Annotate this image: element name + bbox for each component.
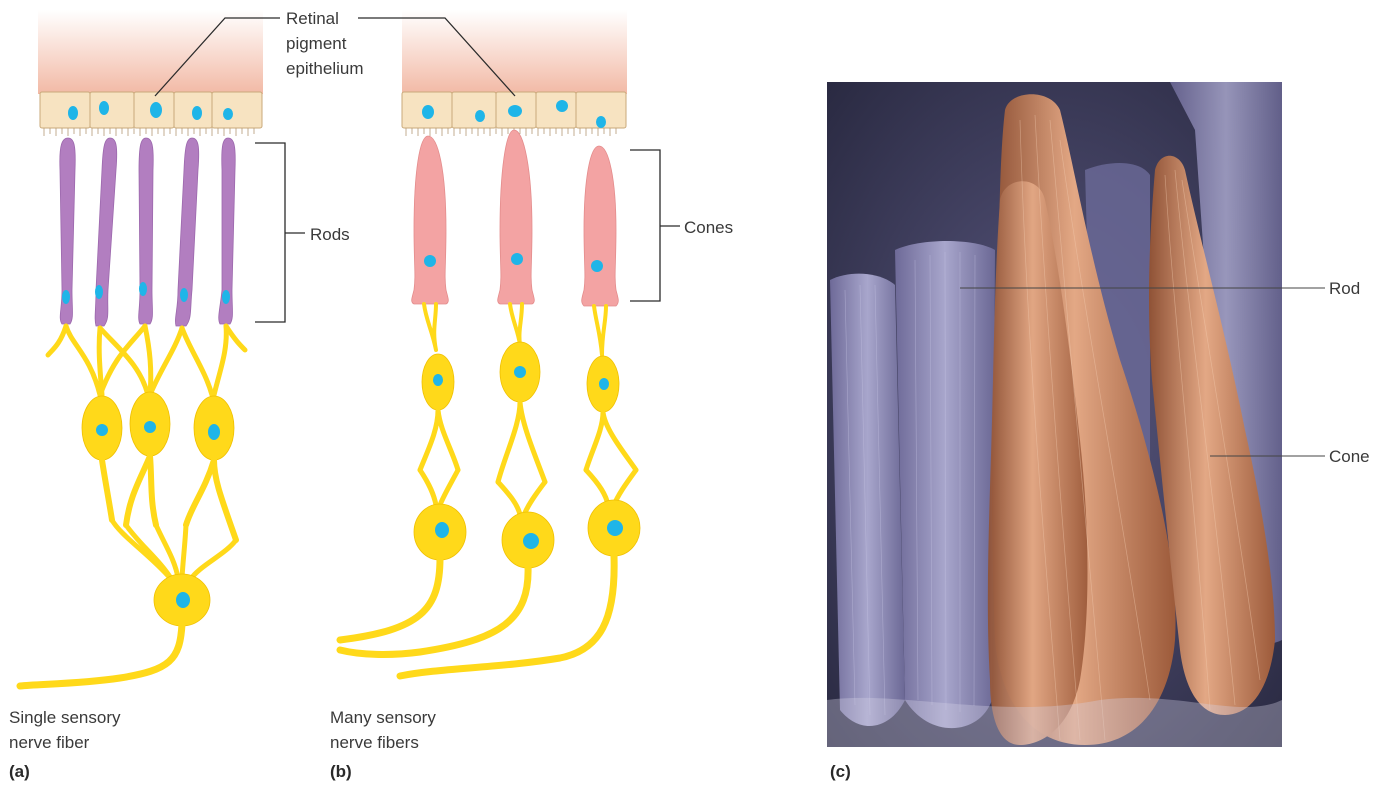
epithelium-gradient-b (402, 10, 627, 94)
cone-photo-label: Cone (1329, 447, 1370, 466)
rpe-label-line: epithelium (286, 59, 364, 78)
sensory-fiber (400, 556, 614, 676)
rod-cell (139, 138, 154, 324)
epithelium-gradient-a (38, 10, 263, 94)
panel-c-label: (c) (830, 762, 851, 781)
rods-bracket (255, 143, 305, 322)
rpe-label-line: Retinal (286, 9, 339, 28)
rod-convergence-pathways (48, 326, 245, 395)
cone-pathways (340, 304, 640, 676)
rods-label: Rods (310, 225, 350, 244)
sensory-fiber (340, 558, 440, 640)
sensory-fiber (340, 566, 528, 654)
ganglion-cell-a (20, 574, 210, 686)
cone-cell (498, 130, 535, 304)
caption-line: nerve fibers (330, 733, 419, 752)
cones-label: Cones (684, 218, 733, 237)
panel-a-label: (a) (9, 762, 30, 781)
panel-b-cones-diagram (340, 10, 680, 676)
panel-a-rods-diagram (20, 10, 305, 686)
panel-c-micrograph (827, 82, 1325, 747)
single-fiber-caption: Single sensory nerve fiber (9, 708, 125, 752)
bipolar-cells-a (82, 392, 236, 580)
single-sensory-fiber (20, 624, 182, 686)
cones-group (412, 130, 619, 306)
cone-cell (582, 146, 619, 306)
cones-bracket (630, 150, 680, 301)
panel-b-label: (b) (330, 762, 352, 781)
rod-photo-label: Rod (1329, 279, 1360, 298)
pigment-epithelium-cells-a (40, 92, 262, 128)
rods-group (60, 138, 235, 326)
caption-line: nerve fiber (9, 733, 90, 752)
rpe-label-line: pigment (286, 34, 347, 53)
caption-line: Many sensory (330, 708, 436, 727)
rpe-label: Retinal pigment epithelium (286, 9, 364, 78)
pigment-epithelium-cells-b (402, 92, 626, 128)
cone-cell (412, 136, 449, 304)
caption-line: Single sensory (9, 708, 121, 727)
micrograph-rod-left (830, 274, 905, 726)
many-fibers-caption: Many sensory nerve fibers (330, 708, 441, 752)
microvilli-a (44, 128, 254, 136)
